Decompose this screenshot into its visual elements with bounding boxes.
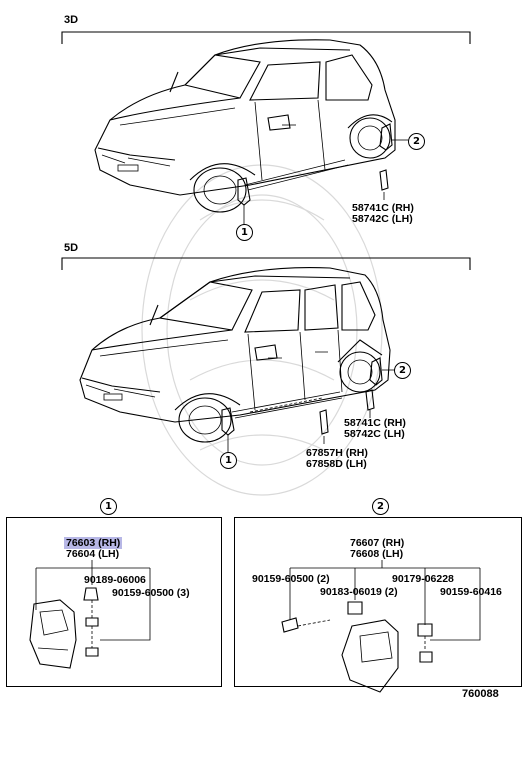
detail-1-heading: 1 xyxy=(100,498,117,515)
detail-2-heading: 2 xyxy=(372,498,389,515)
callout-1-3d: 1 xyxy=(236,224,253,241)
detail-2-box xyxy=(234,517,522,687)
detail-1-part-rh[interactable]: 76603 (RH) xyxy=(64,537,123,549)
part-number-3d-lh: 58742C (LH) xyxy=(352,213,413,225)
car-3door xyxy=(94,39,408,225)
detail-2-drawing xyxy=(281,560,481,693)
detail-2-nut: 90179-06228 xyxy=(392,573,454,585)
detail-2-part-rh: 76607 (RH) xyxy=(350,537,405,549)
section-3d-bracket xyxy=(61,31,471,44)
detail-2-clip: 90183-06019 (2) xyxy=(320,586,398,598)
part-number-5d-a-lh: 58742C (LH) xyxy=(344,428,405,440)
section-label-3d: 3D xyxy=(64,14,79,26)
callout-1-5d: 1 xyxy=(220,452,237,469)
part-number-5d-b-rh: 67857H (RH) xyxy=(306,447,368,459)
callout-2-3d: 2 xyxy=(408,133,425,150)
section-label-5d: 5D xyxy=(64,242,79,254)
callout-2-5d: 2 xyxy=(394,362,411,379)
detail-1-drawing xyxy=(29,560,151,669)
detail-2-part-lh: 76608 (LH) xyxy=(350,548,404,560)
part-number-3d-rh: 58741C (RH) xyxy=(352,202,414,214)
car-5door xyxy=(79,267,396,452)
detail-1-part-lh: 76604 (LH) xyxy=(66,548,120,560)
part-number-5d-a-rh: 58741C (RH) xyxy=(344,417,406,429)
detail-2-screw-b: 90159-60416 xyxy=(440,586,502,598)
figure-number: 760088 xyxy=(462,688,499,700)
detail-1-clip: 90189-06006 xyxy=(84,574,146,586)
section-5d-bracket xyxy=(61,257,471,270)
detail-1-box xyxy=(6,517,222,687)
detail-1-screw: 90159-60500 (3) xyxy=(112,587,190,599)
part-number-5d-b-lh: 67858D (LH) xyxy=(306,458,367,470)
detail-2-screw-a: 90159-60500 (2) xyxy=(252,573,330,585)
